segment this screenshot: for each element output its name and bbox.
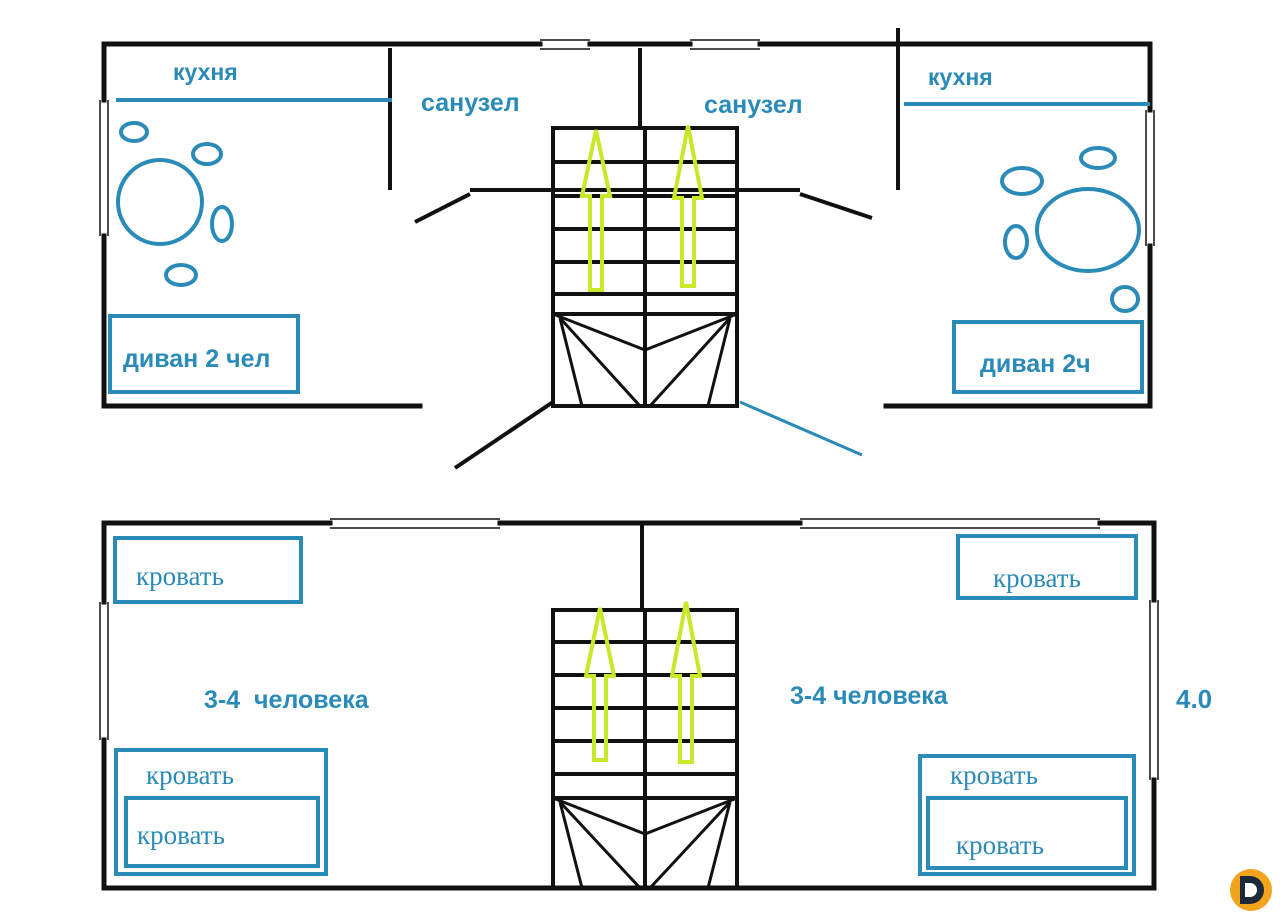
up-arrow-icon [583,607,617,762]
brand-logo-icon [1230,869,1272,911]
sofa-left [108,314,300,394]
staircase-lower [551,608,739,890]
lower-floor-windows [99,518,1159,780]
bed-bottom-left-inner [124,796,320,868]
upper-floor-walls [101,41,1153,409]
capacity-label-right: 3-4 человека [790,682,949,710]
up-arrow-icon [671,125,705,288]
dimension-label-right: 4.0 [1176,684,1212,714]
sofa-label-left: диван 2 чел [123,345,270,373]
dining-table-right [1000,146,1141,313]
bed-label-bottom-left-outer: кровать [146,760,234,790]
upper-floor: кухня кухня санузел санузел диван 2 чел … [99,28,1155,470]
dining-table-left [116,121,234,287]
door-swing-line [739,400,863,457]
bed-top-right [956,534,1138,600]
bed-label-bottom-left-inner: кровать [137,820,225,850]
bed-bottom-right-inner [926,796,1128,870]
sofa-right [952,320,1144,394]
bed-bottom-right-outer [918,754,1136,876]
bed-label-bottom-right-inner: кровать [956,830,1044,860]
staircase-upper [551,126,739,408]
upper-floor-windows [99,39,1155,246]
bed-label-top-left: кровать [136,561,224,591]
bathroom-label-left: санузел [421,89,520,117]
up-arrow-icon [669,601,703,764]
bed-label-bottom-right-outer: кровать [950,760,1038,790]
bed-top-left [113,536,303,604]
capacity-label-left: 3-4 человека [204,686,370,714]
upper-floor-partitions [388,28,900,470]
lower-floor: кровать кровать 3-4 человека 3-4 человек… [99,518,1212,891]
kitchen-label-left: кухня [173,59,238,85]
bathroom-label-right: санузел [704,91,803,119]
sofa-label-right: диван 2ч [980,350,1091,378]
kitchen-label-right: кухня [928,64,993,90]
bed-bottom-left-outer [114,748,328,876]
bed-label-top-right: кровать [993,563,1081,593]
up-arrow-icon [579,129,613,292]
